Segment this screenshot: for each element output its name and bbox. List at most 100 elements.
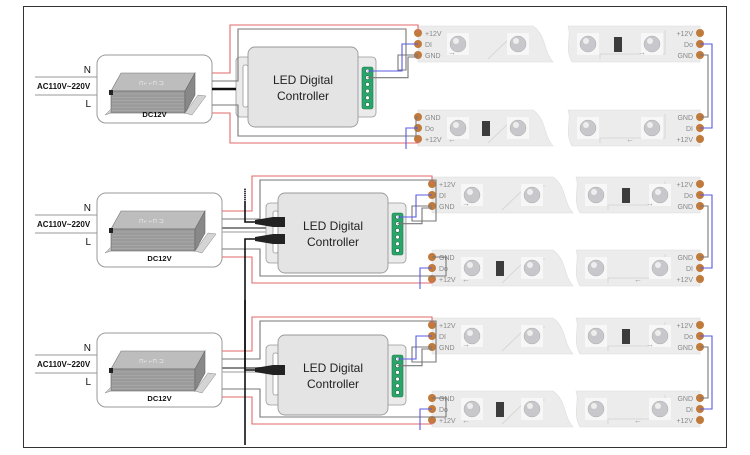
direction-arrow-icon: →: [646, 340, 654, 349]
connector-pin: [365, 102, 370, 107]
led-icon: [523, 327, 541, 345]
psu-cable-gland: [109, 228, 113, 233]
led-highlight: [655, 330, 661, 336]
power-supply-icon: ⊓⌐ ⌐⊓ ⊐: [104, 209, 217, 254]
resistor-icon: [614, 37, 622, 52]
led-highlight: [591, 330, 597, 336]
led-icon: [651, 259, 669, 277]
led-icon: [523, 259, 541, 277]
connector-pin: [395, 234, 400, 240]
controller-body: [277, 334, 389, 416]
pad-label-right: GND: [677, 53, 693, 60]
direction-arrow-icon: ←: [462, 275, 470, 284]
ac-input-label: AC110V~220V: [37, 82, 91, 91]
led-icon: [651, 327, 669, 345]
resistor-icon: [482, 121, 490, 136]
connector-pin: [395, 383, 400, 389]
led-icon: [463, 400, 481, 418]
wire-data-ground: [397, 207, 432, 225]
strip-trace: [599, 114, 666, 143]
wire-positive-lower: [222, 256, 433, 284]
controller-label-line1: LED Digital: [303, 219, 363, 233]
connector-pin: [365, 88, 370, 94]
led-highlight: [467, 189, 473, 195]
solder-pad-right: [696, 275, 704, 283]
led-highlight: [591, 262, 597, 268]
direction-arrow-icon: →: [638, 48, 646, 57]
led-icon: [587, 327, 605, 345]
connector-pin: [395, 376, 400, 382]
wire-positive-upper: [222, 175, 433, 212]
direction-arrow-icon: →: [646, 199, 654, 208]
direction-arrow-icon: ←: [634, 275, 642, 284]
led-icon: [523, 400, 541, 418]
wire-ground-lower: [212, 104, 418, 137]
wire-data-ground: [397, 348, 432, 367]
l-label: L: [85, 99, 91, 110]
psu-cable-gland: [109, 90, 113, 95]
led-highlight: [591, 403, 597, 409]
wire-ground-upper: [222, 179, 437, 222]
direction-arrow-icon: →: [448, 48, 456, 57]
pad-label-right: +12V: [676, 137, 693, 144]
wire-data-in: [397, 335, 432, 360]
led-highlight: [513, 122, 519, 128]
led-icon: [643, 35, 661, 53]
n-label: N: [84, 65, 91, 76]
pad-label-left: +12V: [439, 418, 456, 425]
solder-pad-right: [696, 180, 704, 188]
pad-label-right: Do: [684, 193, 693, 200]
direction-arrow-icon: ←: [634, 416, 642, 425]
pad-label-left: Do: [439, 266, 448, 273]
led-highlight: [467, 403, 473, 409]
pad-label-left: GND: [425, 115, 441, 122]
direction-arrow-icon: →: [462, 340, 470, 349]
led-icon: [579, 119, 597, 137]
psu-top-marking: ⊓⌐ ⌐⊓ ⊐: [139, 81, 164, 87]
pad-label-left: Do: [439, 407, 448, 414]
pad-label-right: Do: [684, 334, 693, 341]
led-highlight: [527, 330, 533, 336]
wire-ground-lower: [222, 248, 447, 277]
wire-ground-upper: [212, 28, 418, 82]
led-icon: [579, 35, 597, 53]
sync-plug-out: [255, 234, 285, 244]
connector-pin: [395, 241, 400, 247]
sync-cable-out: [244, 238, 255, 445]
psu-front-face: [110, 228, 196, 252]
connector-pin: [365, 95, 370, 101]
connector-pin: [395, 370, 400, 375]
l-label: L: [85, 377, 91, 388]
sync-cable-in: [244, 188, 255, 223]
controller-label-line1: LED Digital: [303, 361, 363, 375]
wire-jumper-data: [700, 43, 713, 129]
resistor-icon: [496, 402, 504, 417]
wire-ground-upper: [222, 320, 437, 363]
controller-label-line1: LED Digital: [273, 73, 333, 87]
solder-pad-right: [696, 416, 704, 424]
controller-label-line2: Controller: [277, 89, 329, 103]
controller-label-line2: Controller: [307, 235, 359, 249]
wire-jumper-ground: [700, 54, 709, 118]
pad-label-right: DI: [686, 126, 693, 133]
n-label: N: [84, 343, 91, 354]
solder-pad-right: [696, 321, 704, 329]
pad-label-right: GND: [677, 396, 693, 403]
wire-jumper-data: [700, 194, 713, 269]
strip-segment-right: [567, 109, 701, 147]
pad-label-left: GND: [425, 53, 441, 60]
controller-slot: [242, 64, 249, 108]
solder-pad-right: [696, 29, 704, 37]
led-icon: [509, 35, 527, 53]
led-icon: [587, 186, 605, 204]
wire-jumper-ground: [700, 205, 709, 258]
direction-arrow-icon: ←: [462, 416, 470, 425]
led-highlight: [655, 262, 661, 268]
pad-label-right: GND: [677, 204, 693, 211]
pad-label-right: +12V: [676, 277, 693, 284]
psu-output-label: DC12V: [147, 254, 171, 263]
